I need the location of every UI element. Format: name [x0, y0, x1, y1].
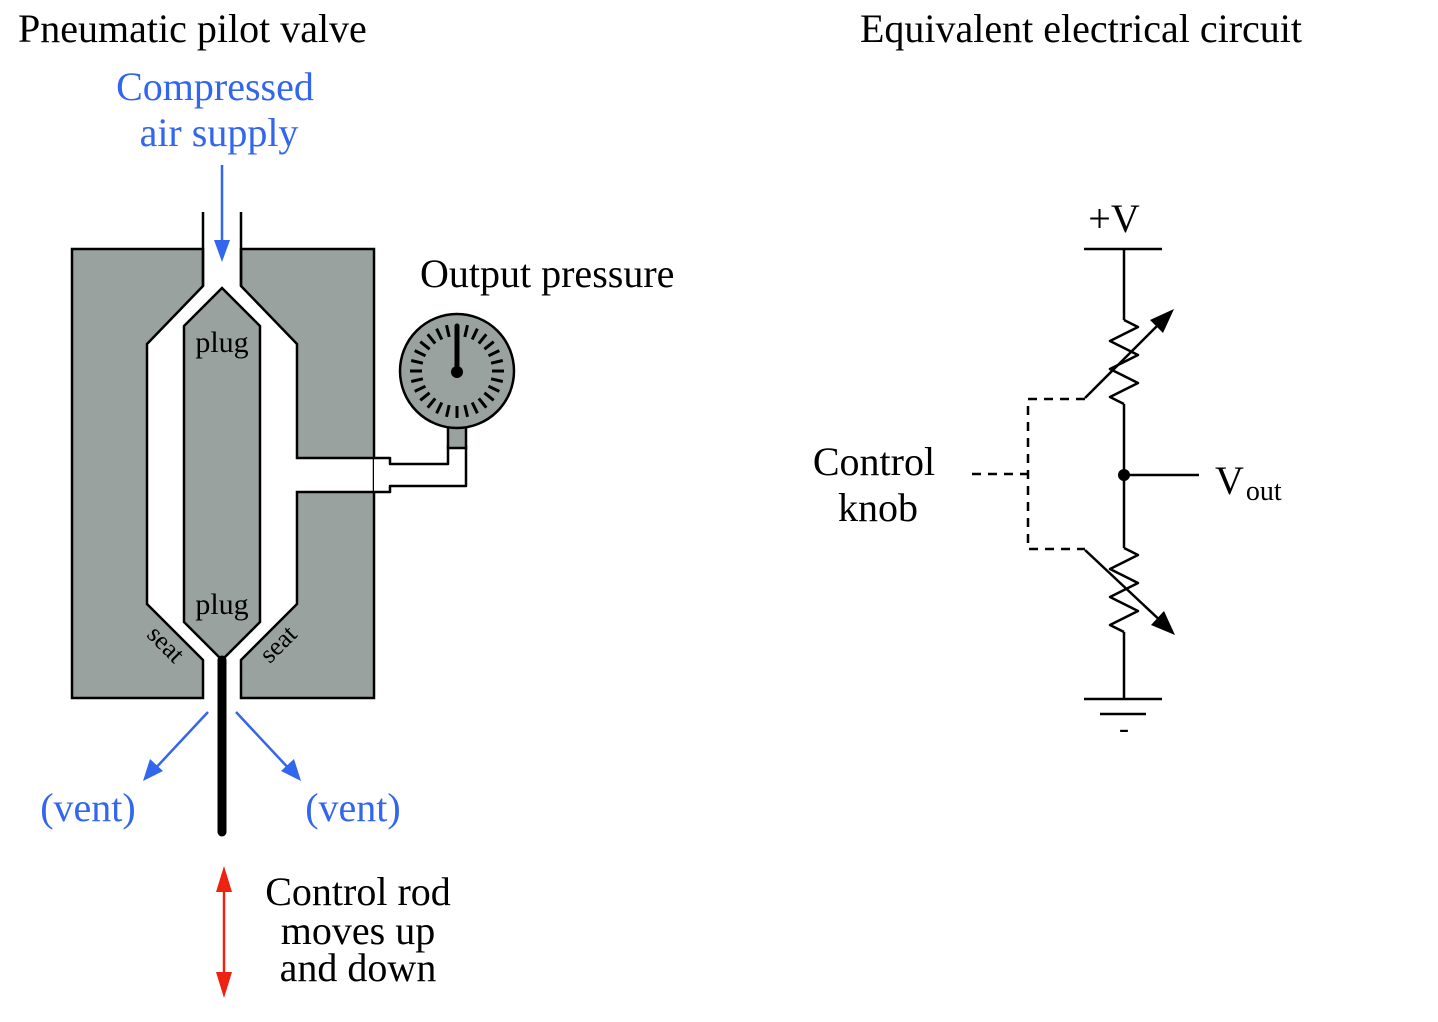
- right-title: Equivalent electrical circuit: [860, 6, 1302, 51]
- rod-label-line1: Control rod: [265, 869, 451, 914]
- supply-label-line2: air supply: [140, 110, 299, 155]
- output-pressure-label: Output pressure: [420, 251, 674, 296]
- vent-arrowhead-right: [281, 759, 301, 781]
- upper-resistor-arrowhead: [1150, 309, 1174, 333]
- upper-resistor: [1108, 318, 1140, 406]
- gauge-tick: [435, 401, 444, 414]
- gauge-tick: [463, 324, 469, 338]
- vout-label: Vout: [1215, 458, 1282, 507]
- supply-arrowhead: [214, 240, 230, 262]
- vent-arrowhead-left: [143, 759, 163, 781]
- vout-main: V: [1215, 458, 1244, 503]
- gauge-tick: [410, 359, 424, 365]
- ground-mark: -: [1119, 712, 1129, 745]
- gauge-tick: [445, 404, 451, 418]
- gauge-tick: [463, 404, 469, 418]
- lower-resistor: [1108, 546, 1140, 634]
- gauge-tick: [426, 333, 437, 345]
- gauge-tick: [419, 340, 431, 351]
- gauge-stem: [446, 424, 468, 450]
- supply-label-line1: Compressed: [116, 64, 314, 109]
- vent-left-label: (vent): [40, 785, 136, 830]
- output-tube: [374, 444, 468, 494]
- gauge-pivot: [451, 366, 463, 378]
- gauge-tick: [414, 384, 427, 393]
- vent-right-label: (vent): [305, 785, 401, 830]
- gauge-tick: [487, 384, 500, 393]
- gauge-tick: [490, 377, 504, 383]
- rod-label-line2: moves up: [281, 908, 435, 953]
- vent-arrow-left: [151, 711, 209, 773]
- gauge-tick: [445, 324, 451, 338]
- rod-motion-arrowhead-down: [216, 972, 232, 998]
- vout-subscript: out: [1246, 476, 1282, 507]
- gauge-tick: [470, 401, 479, 414]
- gauge-tick: [419, 391, 431, 402]
- knob-linkage: [1026, 397, 1085, 551]
- gauge-tick: [414, 349, 427, 358]
- gauge-tick: [477, 333, 488, 345]
- gauge-tick: [435, 328, 444, 341]
- gauge-ticks: [410, 324, 504, 418]
- plug-lower-label: plug: [195, 588, 248, 621]
- upper-resistor-arrow: [1084, 317, 1166, 399]
- gauge-tick: [483, 340, 495, 351]
- knob-label-line2: knob: [838, 485, 918, 530]
- gauge-tick: [477, 397, 488, 409]
- plug-upper-label: plug: [195, 326, 248, 359]
- left-title: Pneumatic pilot valve: [18, 6, 367, 51]
- gauge-tick: [490, 359, 504, 365]
- gauge-tick: [410, 377, 424, 383]
- vent-arrow-right: [235, 711, 293, 773]
- pressure-gauge: [398, 312, 516, 430]
- lower-resistor-arrowhead: [1151, 611, 1175, 635]
- knob-label-line1: Control: [813, 439, 935, 484]
- supply-voltage-label: +V: [1088, 196, 1140, 241]
- lower-resistor-arrow: [1084, 549, 1166, 626]
- gauge-tick: [470, 328, 479, 341]
- rod-motion-arrowhead-up: [216, 866, 232, 892]
- gauge-tick: [426, 397, 437, 409]
- gauge-tick: [487, 349, 500, 358]
- gauge-tick: [483, 391, 495, 402]
- rod-label-line3: and down: [280, 945, 437, 990]
